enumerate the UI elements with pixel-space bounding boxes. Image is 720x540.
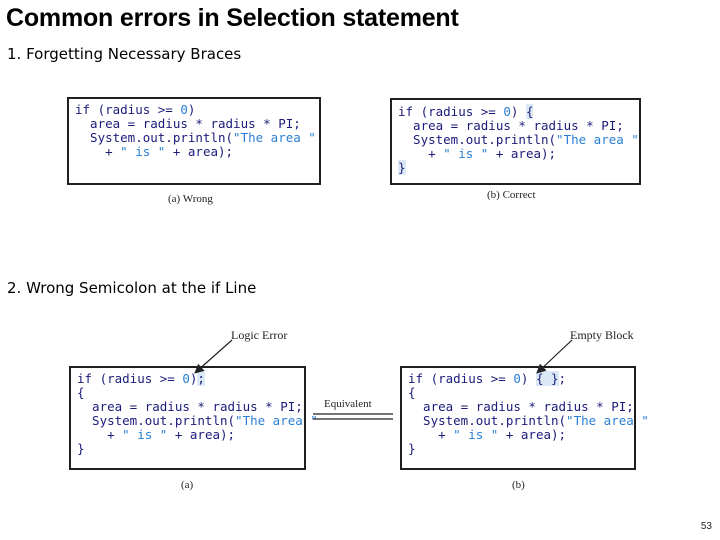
code-line: + " is " + area); [408,427,567,442]
caption-semicolon-a: (a) [181,479,194,491]
code-line: System.out.println("The area " [75,130,316,145]
code-line: if (radius >= 0) { [398,104,534,119]
code-box-semicolon-a: if (radius >= 0); { area = radius * radi… [69,366,318,470]
code-box-wrong: if (radius >= 0) area = radius * radius … [67,97,321,185]
code-line: } [408,441,416,456]
logic-error-arrow [194,339,233,374]
code-correct: if (radius >= 0) { area = radius * radiu… [398,104,639,175]
callout-logic-error: Logic Error [231,328,288,342]
code-wrong: if (radius >= 0) area = radius * radius … [75,102,316,159]
code-line: } [77,441,85,456]
code-box-semicolon-b: if (radius >= 0) { }; { area = radius * … [400,366,649,470]
code-line: System.out.println("The area " [408,413,649,428]
code-semicolon-b: if (radius >= 0) { }; { area = radius * … [408,371,649,456]
code-line: { [408,385,416,400]
code-semicolon-a: if (radius >= 0); { area = radius * radi… [77,371,318,456]
code-line: if (radius >= 0) [75,102,196,117]
code-line: area = radius * radius * PI; [77,399,303,414]
code-line: area = radius * radius * PI; [408,399,634,414]
callout-empty-block: Empty Block [570,328,634,342]
slide-title: Common errors in Selection statement [6,4,459,32]
caption-wrong: (a) Wrong [168,193,213,205]
code-line: System.out.println("The area " [77,413,318,428]
code-line: { [77,385,85,400]
code-line: + " is " + area); [75,144,234,159]
code-line: + " is " + area); [77,427,236,442]
code-line: + " is " + area); [398,146,557,161]
caption-correct: (b) Correct [487,189,536,201]
equivalent-label: Equivalent [324,398,372,410]
section-heading-semicolon: 2. Wrong Semicolon at the if Line [7,279,257,297]
section-heading-braces: 1. Forgetting Necessary Braces [7,45,242,63]
code-line: if (radius >= 0) { }; [408,371,567,386]
code-line: } [398,160,406,175]
code-line: if (radius >= 0); [77,371,205,386]
code-line: area = radius * radius * PI; [398,118,624,133]
code-line: area = radius * radius * PI; [75,116,301,131]
code-line: System.out.println("The area " [398,132,639,147]
page-number: 53 [700,521,712,532]
code-box-correct: if (radius >= 0) { area = radius * radiu… [390,98,641,185]
caption-semicolon-b: (b) [512,479,525,491]
empty-block-arrow [536,339,573,374]
